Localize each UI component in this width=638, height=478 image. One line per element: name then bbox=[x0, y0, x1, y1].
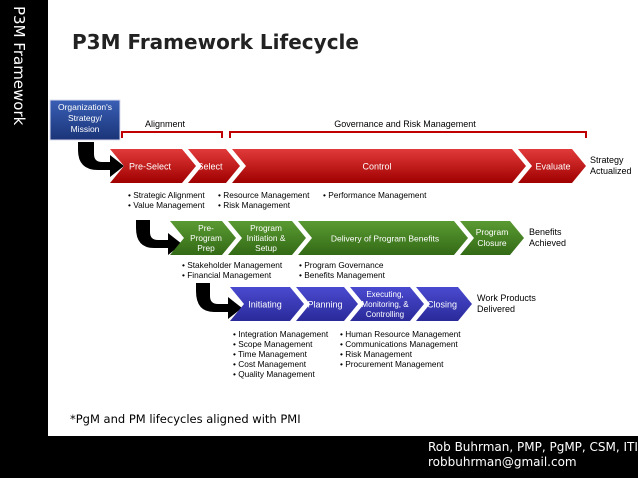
connector-arrow-portfolio bbox=[78, 142, 124, 177]
project-outcome-2: Delivered bbox=[477, 304, 515, 314]
stage-pre-select bbox=[110, 149, 196, 183]
stage-evaluate-label: Evaluate bbox=[535, 162, 570, 172]
author-credit: Rob Buhrman, PMP, PgMP, CSM, ITIL bbox=[428, 440, 638, 454]
bullet-human-resource-management: • Human Resource Management bbox=[340, 329, 461, 339]
pre-program-label-3: Prep bbox=[197, 243, 215, 253]
alignment-bracket bbox=[121, 131, 223, 138]
stage-program-closure bbox=[460, 221, 524, 255]
portfolio-outcome-1: Strategy bbox=[590, 155, 624, 165]
planning-label: Planning bbox=[307, 300, 342, 310]
stage-initiating bbox=[230, 287, 304, 321]
stage-pre-select-label: Pre-Select bbox=[129, 162, 172, 172]
governance-label: Governance and Risk Management bbox=[334, 119, 476, 129]
executing-label-2: Monitoring, & bbox=[361, 300, 409, 309]
program-closure-label-1: Program bbox=[476, 227, 509, 237]
bullet-procurement-management: • Procurement Management bbox=[340, 359, 444, 369]
connector-arrow-project bbox=[196, 283, 242, 319]
executing-label-3: Controlling bbox=[366, 310, 404, 319]
initiating-label: Initiating bbox=[248, 300, 282, 310]
sidebar: P3M Framework bbox=[0, 0, 48, 436]
program-initiation-label-3: Setup bbox=[255, 243, 277, 253]
stage-pre-program-prep bbox=[170, 221, 236, 255]
program-outcome-1: Benefits bbox=[529, 227, 562, 237]
stage-control bbox=[232, 149, 526, 183]
closing-label: Closing bbox=[427, 300, 457, 310]
bullet-quality-management: • Quality Management bbox=[233, 369, 315, 379]
author-email: robbuhrman@gmail.com bbox=[428, 455, 577, 469]
connector-arrow-program bbox=[136, 220, 182, 255]
stage-control-label: Control bbox=[362, 162, 391, 172]
pre-program-label-2: Program bbox=[190, 233, 222, 243]
bullet-integration-management: • Integration Management bbox=[233, 329, 329, 339]
portfolio-outcome-2: Actualized bbox=[590, 166, 632, 176]
bullet-program-governance: • Program Governance bbox=[299, 260, 384, 270]
stage-select-label: Select bbox=[197, 162, 223, 172]
bullet-risk-management-project: • Risk Management bbox=[340, 349, 413, 359]
bullet-performance-management: • Performance Management bbox=[323, 190, 427, 200]
bullet-financial-management: • Financial Management bbox=[182, 270, 272, 280]
program-outcome-2: Achieved bbox=[529, 238, 566, 248]
stage-delivery-benefits bbox=[298, 221, 468, 255]
program-initiation-label-1: Program bbox=[250, 223, 282, 233]
bullet-time-management: • Time Management bbox=[233, 349, 308, 359]
lifecycle-diagram: Organization's Strategy/ Mission Alignme… bbox=[49, 99, 632, 379]
bullet-cost-management: • Cost Management bbox=[233, 359, 307, 369]
origin-box bbox=[49, 99, 121, 141]
alignment-label: Alignment bbox=[145, 119, 186, 129]
governance-bracket bbox=[229, 131, 587, 138]
pre-program-label-1: Pre- bbox=[198, 223, 214, 233]
footer-bar bbox=[0, 436, 638, 478]
side-title: P3M Framework bbox=[10, 6, 28, 126]
footnote: *PgM and PM lifecycles aligned with PMI bbox=[70, 412, 301, 426]
bullet-benefits-management: • Benefits Management bbox=[299, 270, 386, 280]
bullet-scope-management: • Scope Management bbox=[233, 339, 313, 349]
stage-executing bbox=[350, 287, 424, 321]
bullet-strategic-alignment: • Strategic Alignment bbox=[128, 190, 205, 200]
origin-line-2: Strategy/ bbox=[68, 113, 103, 123]
project-outcome-1: Work Products bbox=[477, 293, 536, 303]
origin-line-1: Organization's bbox=[58, 102, 112, 112]
bullet-stakeholder-management: • Stakeholder Management bbox=[182, 260, 283, 270]
page-title: P3M Framework Lifecycle bbox=[72, 30, 359, 54]
program-closure-label-2: Closure bbox=[477, 238, 507, 248]
bullet-value-management: • Value Management bbox=[128, 200, 205, 210]
content-area bbox=[48, 0, 638, 436]
stage-program-initiation bbox=[228, 221, 306, 255]
stage-select bbox=[188, 149, 240, 183]
bullet-risk-management-portfolio: • Risk Management bbox=[218, 200, 291, 210]
bullet-resource-management: • Resource Management bbox=[218, 190, 310, 200]
stage-evaluate bbox=[518, 149, 586, 183]
executing-label-1: Executing, bbox=[366, 290, 403, 299]
program-initiation-label-2: Initiation & bbox=[247, 233, 286, 243]
stage-closing bbox=[416, 287, 472, 321]
delivery-benefits-label: Delivery of Program Benefits bbox=[331, 234, 439, 244]
stage-planning bbox=[296, 287, 358, 321]
bullet-communications-management: • Communications Management bbox=[340, 339, 458, 349]
origin-line-3: Mission bbox=[71, 124, 100, 134]
